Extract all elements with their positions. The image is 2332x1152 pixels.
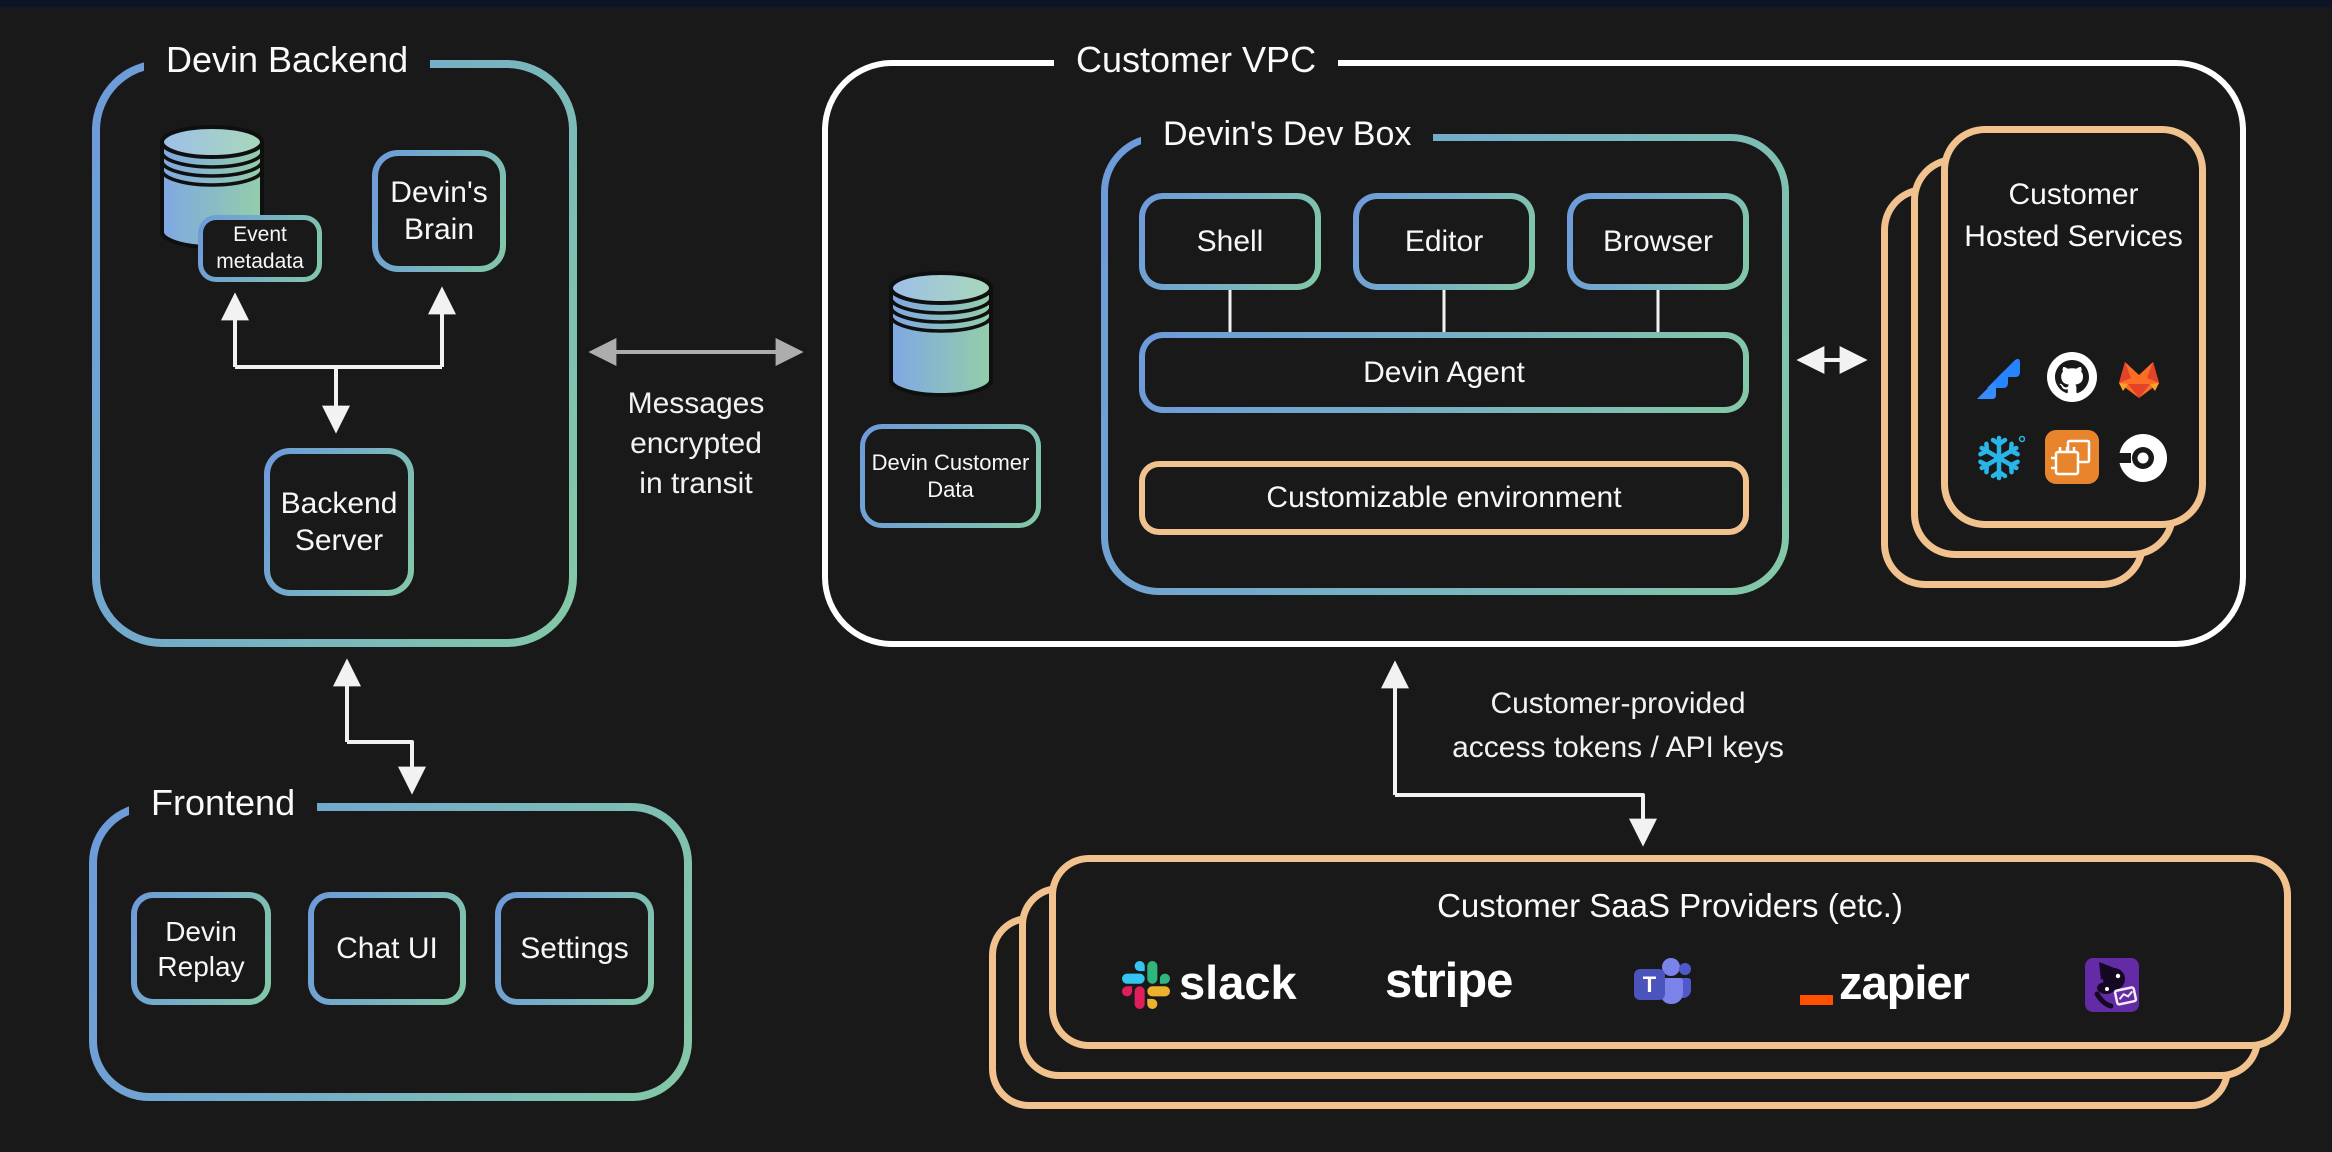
- messages-line-1: Messages: [627, 387, 765, 420]
- devin-replay-label: Devin Replay: [137, 898, 265, 999]
- frontend-title: Frontend: [129, 781, 318, 825]
- slack-icon: [1122, 961, 1170, 1009]
- shell-label: Shell: [1145, 199, 1315, 284]
- devin-agent-label: Devin Agent: [1145, 338, 1743, 407]
- github-icon: [2046, 351, 2098, 403]
- settings-box: Settings: [495, 892, 654, 1005]
- shell-box: Shell: [1139, 193, 1321, 290]
- messages-line-2: encrypted: [630, 427, 762, 460]
- aws-ec2-icon: [2045, 430, 2099, 484]
- tokens-line-1: Customer-provided: [1490, 687, 1746, 720]
- event-metadata-label: Event metadata: [203, 220, 317, 277]
- hosted-services-title: Customer Hosted Services: [1964, 178, 2183, 253]
- devins-brain-box: Devin's Brain: [372, 150, 506, 272]
- browser-box: Browser: [1567, 193, 1749, 290]
- devins-dev-box-title: Devin's Dev Box: [1141, 112, 1434, 156]
- devin-customer-data-box: Devin Customer Data: [860, 424, 1041, 528]
- arrow-backend-to-frontend: [347, 740, 426, 795]
- microsoft-teams-icon: T: [1634, 957, 1692, 1009]
- backend-server-box: Backend Server: [264, 448, 414, 596]
- hosted-services-card: Customer Hosted Services: [1941, 126, 2206, 528]
- datadog-icon: [2083, 956, 2141, 1014]
- devin-customer-data-label: Devin Customer Data: [865, 429, 1036, 523]
- editor-label: Editor: [1359, 199, 1529, 284]
- jira-icon: [1974, 353, 2024, 403]
- customizable-environment-label: Customizable environment: [1145, 467, 1743, 529]
- backend-server-label: Backend Server: [270, 454, 408, 590]
- devin-replay-box: Devin Replay: [131, 892, 271, 1005]
- zapier-wordmark: zapier: [1839, 956, 1970, 1009]
- zapier-underscore: [1800, 995, 1833, 1005]
- chat-ui-label: Chat UI: [314, 898, 460, 999]
- chat-ui-box: Chat UI: [308, 892, 466, 1005]
- slack-wordmark: slack: [1179, 956, 1297, 1009]
- teams-letter: T: [1643, 972, 1657, 997]
- snowflake-icon: [1973, 432, 2025, 484]
- saas-card: Customer SaaS Providers (etc.) slack str…: [1049, 855, 2291, 1049]
- event-metadata-box: Event metadata: [198, 215, 322, 282]
- customer-vpc-title: Customer VPC: [1054, 38, 1339, 82]
- devins-brain-label: Devin's Brain: [378, 156, 500, 266]
- devin-agent-box: Devin Agent: [1139, 332, 1749, 413]
- top-window-strip: [0, 0, 2332, 7]
- devin-backend-title: Devin Backend: [144, 38, 431, 82]
- saas-card-fill: [1056, 862, 2284, 1042]
- browser-label: Browser: [1573, 199, 1743, 284]
- stripe-wordmark: stripe: [1385, 954, 1513, 1008]
- tokens-line-2: access tokens / API keys: [1452, 731, 1784, 764]
- customer-database-icon: [888, 268, 994, 400]
- customer-tokens-note: Customer-provided access tokens / API ke…: [1368, 682, 1868, 770]
- settings-label: Settings: [501, 898, 648, 999]
- editor-box: Editor: [1353, 193, 1535, 290]
- saas-title: Customer SaaS Providers (etc.): [1437, 887, 1903, 924]
- messages-encrypted-note: Messages encrypted in transit: [566, 384, 826, 504]
- circleci-icon: [2117, 432, 2169, 484]
- gitlab-icon: [2114, 354, 2164, 400]
- customizable-environment-box: Customizable environment: [1139, 461, 1749, 535]
- messages-line-3: in transit: [639, 467, 753, 500]
